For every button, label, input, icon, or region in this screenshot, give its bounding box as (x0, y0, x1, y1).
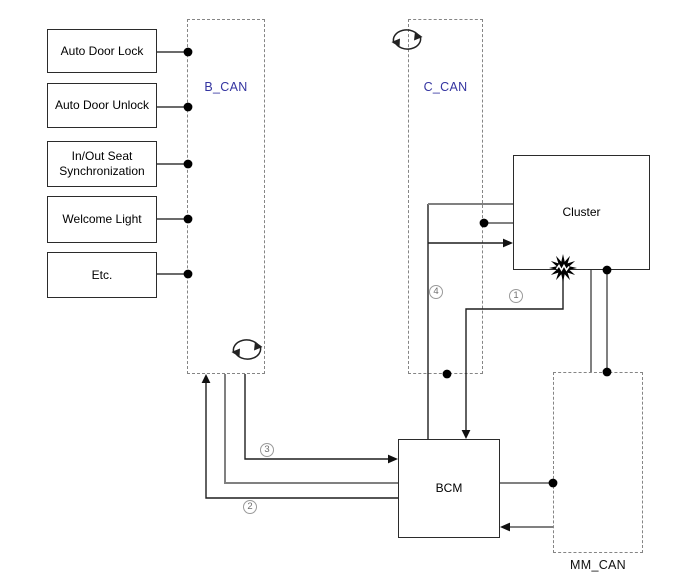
arrowhead-into-cluster (503, 238, 513, 248)
feature-label: Auto Door Lock (60, 43, 144, 58)
feature-label: Welcome Light (62, 212, 142, 226)
bcm-node: BCM (398, 439, 500, 538)
arrowhead-into-bcm-right (500, 522, 510, 532)
cluster-node: Cluster (513, 155, 650, 270)
feature-label: Etc. (91, 267, 113, 282)
mm-can-bus-region (553, 372, 643, 553)
feature-label: In/Out Seat Synchronization (59, 149, 145, 178)
feature-label: Auto Door Unlock (54, 98, 150, 112)
b-can-label: B_CAN (204, 80, 248, 94)
feature-box-auto-door-unlock: Auto Door Unlock (47, 83, 157, 128)
step-1-badge: 1 (509, 289, 523, 303)
step-3-badge: 3 (260, 443, 274, 457)
bcm-label: BCM (435, 481, 463, 495)
step-2-badge: 2 (243, 500, 257, 514)
mm-can-label: MM_CAN (570, 558, 626, 572)
arrowhead-into-bcm-left (388, 454, 398, 464)
feature-box-auto-door-lock: Auto Door Lock (47, 29, 157, 73)
path2-polyline (205, 382, 398, 499)
feature-box-welcome-light: Welcome Light (47, 196, 157, 243)
cluster-label: Cluster (562, 205, 601, 219)
arrowhead-into-bcan (201, 374, 211, 383)
c-can-label: C_CAN (423, 80, 468, 94)
arrowhead-into-bcm-top (461, 430, 471, 439)
feature-box-seat-synchronization: In/Out Seat Synchronization (47, 141, 157, 187)
c-can-bus-region (408, 19, 483, 374)
feature-box-etc: Etc. (47, 252, 157, 298)
b-can-bus-region (187, 19, 265, 374)
bcan-bcm-gray-line (224, 374, 398, 484)
step-4-badge: 4 (429, 285, 443, 299)
